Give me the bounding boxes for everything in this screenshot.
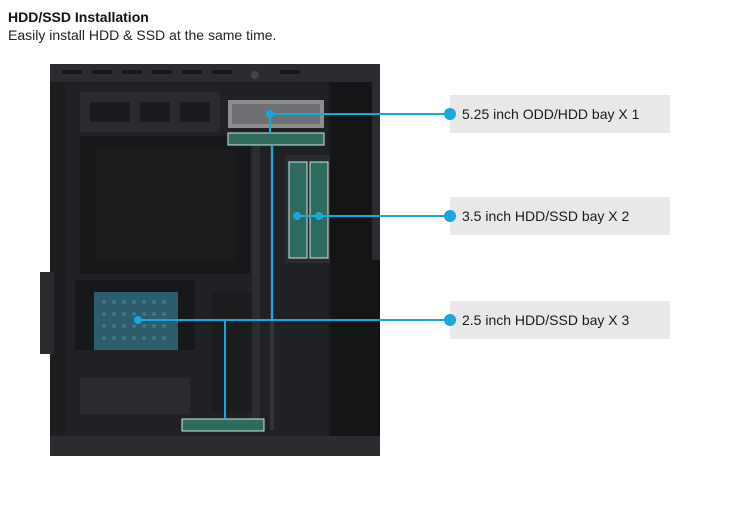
bay-3-5-right xyxy=(309,161,329,259)
marker-odd-bay xyxy=(266,110,274,118)
callout-dot-icon xyxy=(444,210,456,222)
bay-5-25-highlight xyxy=(227,132,325,146)
page-subtitle: Easily install HDD & SSD at the same tim… xyxy=(8,27,277,43)
marker-2-5-front xyxy=(134,316,142,324)
callout-label: 5.25 inch ODD/HDD bay X 1 xyxy=(462,106,640,122)
callout-dot-icon xyxy=(444,314,456,326)
page-title: HDD/SSD Installation xyxy=(8,9,149,25)
callout-dot-icon xyxy=(444,108,456,120)
bay-3-5-left xyxy=(288,161,308,259)
marker-3-5-left xyxy=(293,212,301,220)
bay-2-5-bottom xyxy=(181,418,265,432)
callout-label: 3.5 inch HDD/SSD bay X 2 xyxy=(462,208,630,224)
marker-3-5-right xyxy=(315,212,323,220)
callout-5-25-bay: 5.25 inch ODD/HDD bay X 1 xyxy=(444,95,670,133)
callout-label: 2.5 inch HDD/SSD bay X 3 xyxy=(462,312,630,328)
callout-2-5-bay: 2.5 inch HDD/SSD bay X 3 xyxy=(444,301,670,339)
callout-3-5-bay: 3.5 inch HDD/SSD bay X 2 xyxy=(444,197,670,235)
case-front-panel xyxy=(330,64,380,456)
